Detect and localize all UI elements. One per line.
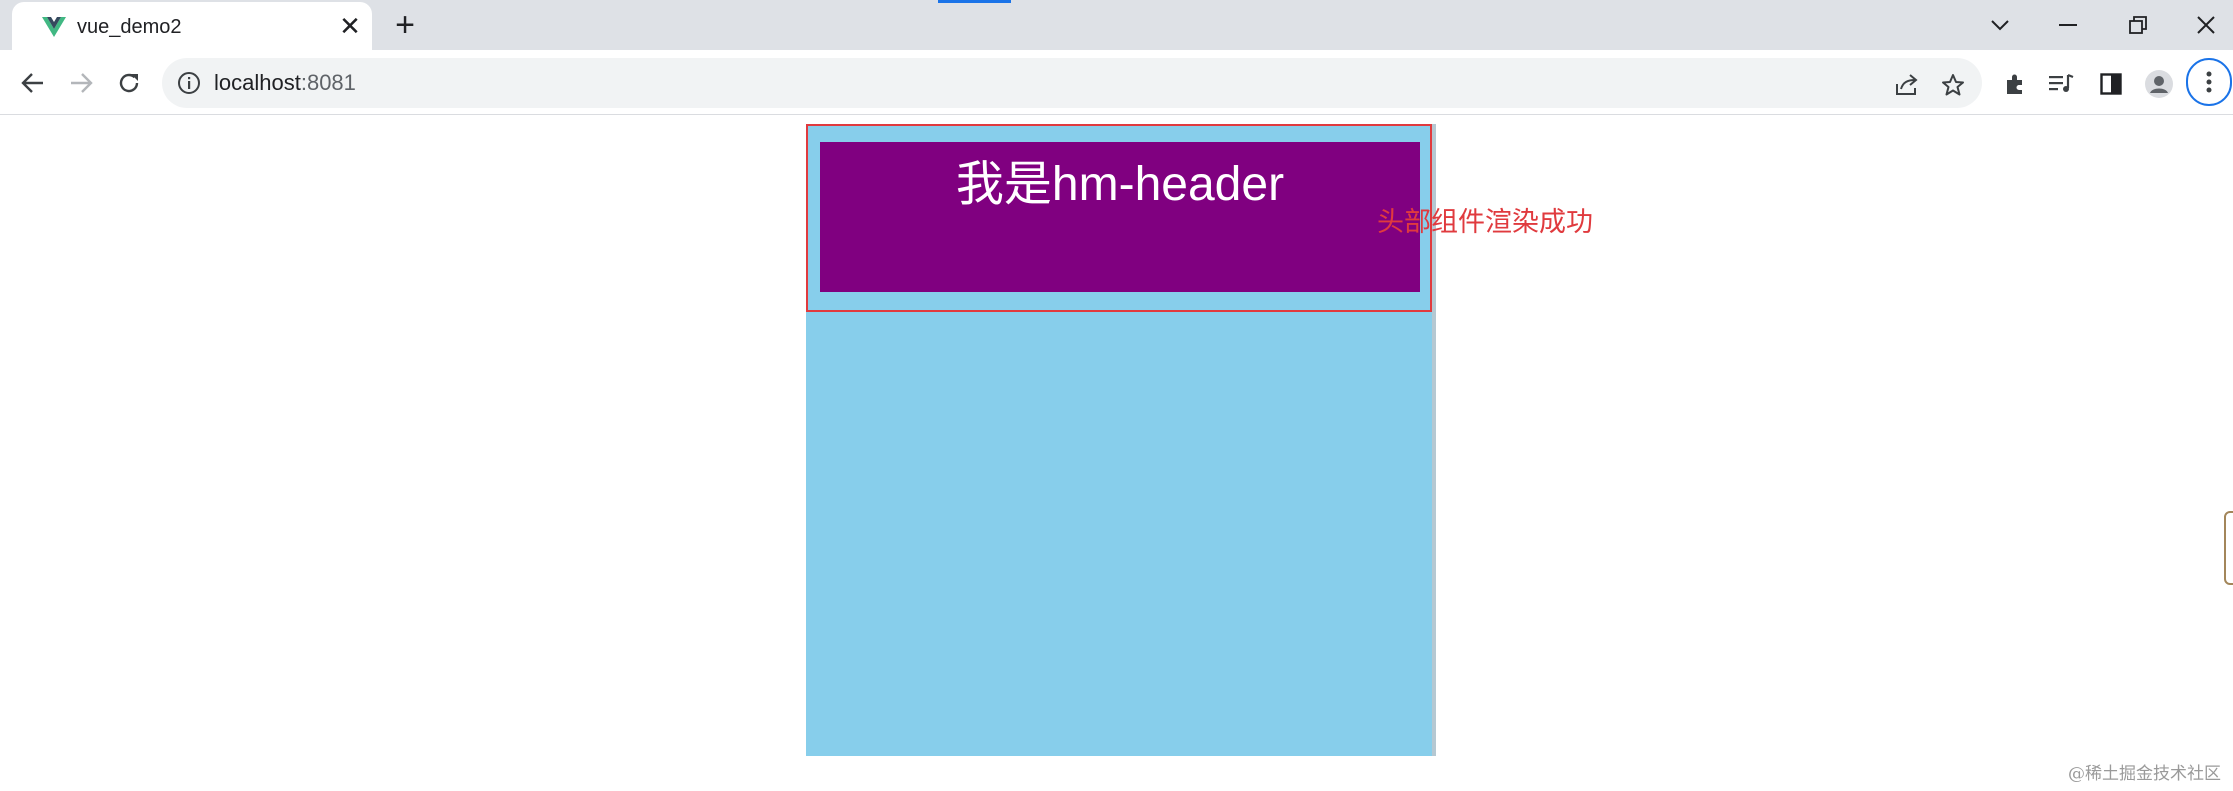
browser-toolbar: localhost:8081	[0, 50, 2233, 115]
tab-vue-demo2[interactable]: vue_demo2 ✕	[12, 2, 372, 50]
hm-header-text: 我是hm-header	[955, 158, 1285, 211]
address-bar[interactable]: localhost:8081	[162, 58, 1982, 108]
tab-search-chevron-icon[interactable]	[1980, 8, 2020, 42]
restore-icon[interactable]	[2118, 8, 2158, 42]
minimize-icon[interactable]	[2048, 8, 2088, 42]
new-tab-button[interactable]: +	[395, 6, 415, 44]
browser-menu-icon[interactable]	[2186, 58, 2232, 106]
profile-avatar-icon[interactable]	[2142, 67, 2176, 101]
tab-close-icon[interactable]: ✕	[339, 11, 361, 41]
app-container: 我是hm-header	[806, 124, 1436, 756]
url-port: :8081	[300, 70, 356, 95]
tab-strip-accent	[938, 0, 1011, 3]
url-host: localhost	[214, 70, 301, 95]
reload-icon[interactable]	[110, 64, 148, 102]
back-icon[interactable]	[14, 64, 52, 102]
annotation-text: 头部组件渲染成功	[1377, 207, 1593, 237]
bookmark-star-icon[interactable]	[1938, 70, 1968, 100]
vue-logo-icon	[42, 17, 66, 37]
share-icon[interactable]	[1892, 70, 1922, 100]
window-close-icon[interactable]	[2186, 8, 2226, 42]
tab-title: vue_demo2	[77, 16, 182, 38]
tab-strip: vue_demo2 ✕ +	[0, 0, 2233, 50]
forward-icon[interactable]	[62, 64, 100, 102]
side-panel-icon[interactable]	[2094, 67, 2128, 101]
side-drawer-handle[interactable]	[2224, 511, 2233, 585]
annotation-highlight-box	[806, 124, 1432, 312]
site-info-icon[interactable]	[176, 70, 202, 96]
hm-header: 我是hm-header	[820, 142, 1420, 292]
watermark: @稀土掘金技术社区	[2068, 764, 2221, 784]
app-container-edge	[1432, 124, 1436, 756]
page-viewport: 我是hm-header 头部组件渲染成功 @稀土掘金技术社区	[0, 116, 2233, 791]
reading-list-icon[interactable]	[2044, 67, 2078, 101]
extensions-puzzle-icon[interactable]	[1998, 67, 2032, 101]
address-url: localhost:8081	[214, 70, 356, 96]
